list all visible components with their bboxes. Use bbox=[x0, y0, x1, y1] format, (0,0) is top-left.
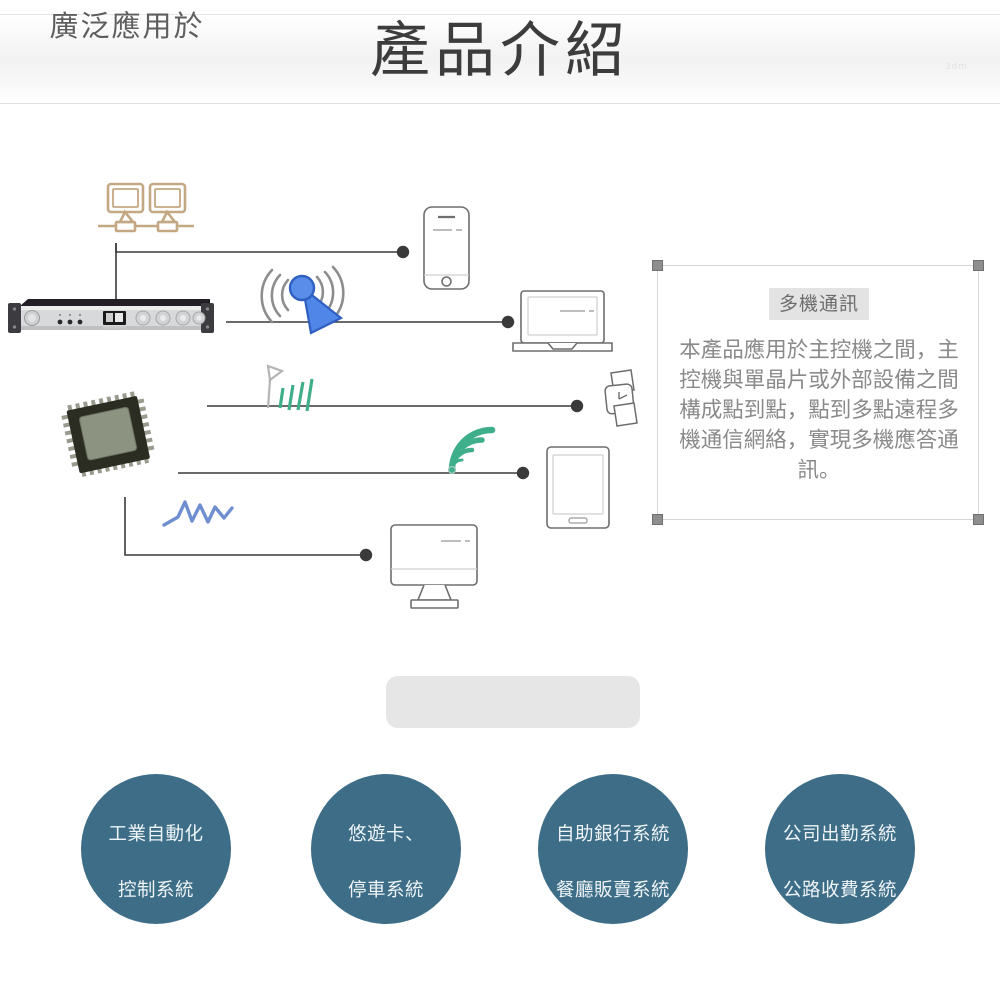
title-banner bbox=[0, 14, 1000, 104]
tower-node bbox=[288, 274, 316, 302]
application-circle-4-line1: 公司出勤系統 bbox=[782, 824, 897, 845]
broadcast-tower-icon bbox=[260, 265, 345, 335]
resize-handle-bottom-right[interactable] bbox=[973, 514, 984, 525]
info-panel-heading: 多機通訊 bbox=[658, 288, 980, 320]
application-circle-2-line2: 停車系統 bbox=[347, 880, 424, 901]
application-circle-2-label: 悠遊卡、 停車系統 bbox=[344, 793, 428, 905]
info-panel-body: 本產品應用於主控機之間，主控機與單晶片或外部設備之間構成點到點，點到多點遠程多機… bbox=[679, 338, 959, 483]
info-panel: 多機通訊 本產品應用於主控機之間，主控機與單晶片或外部設備之間構成點到點，點到多… bbox=[652, 260, 984, 525]
resize-handle-top-right[interactable] bbox=[973, 260, 984, 271]
connector-computers-to-phone bbox=[115, 243, 403, 253]
connector-chip-to-monitor bbox=[124, 497, 366, 556]
wifi-origin-dot bbox=[447, 465, 457, 475]
application-circle-3-line2: 餐廳販賣系統 bbox=[555, 880, 670, 901]
section-label-pill bbox=[386, 676, 640, 728]
waveform-icon bbox=[162, 500, 234, 527]
section-label-text: 廣泛應用於 bbox=[49, 9, 205, 43]
application-circle-3-line1: 自助銀行系統 bbox=[555, 824, 670, 845]
endpoint-dot-laptop bbox=[501, 315, 515, 329]
networked-computers-icon bbox=[98, 182, 194, 233]
antenna-signal-bars bbox=[278, 378, 314, 412]
microcontroller-chip bbox=[52, 383, 170, 483]
antenna-mast bbox=[266, 364, 285, 409]
connector-endpoints bbox=[359, 245, 584, 562]
connector-lines bbox=[115, 243, 577, 556]
application-circle-3[interactable]: 自助銀行系統 餐廳販賣系統 bbox=[538, 774, 688, 924]
page-title: 產品介紹 bbox=[370, 16, 630, 86]
smartphone-icon bbox=[423, 206, 470, 290]
tablet-icon bbox=[546, 446, 610, 529]
application-circle-1-label: 工業自動化 控制系統 bbox=[104, 793, 207, 905]
application-circle-4-label: 公司出勤系統 公路收費系統 bbox=[779, 793, 901, 905]
info-panel-heading-text: 多機通訊 bbox=[768, 288, 869, 320]
application-circle-1-line1: 工業自動化 bbox=[108, 824, 204, 845]
application-circle-2-line1: 悠遊卡、 bbox=[347, 824, 424, 845]
rack-mount-device bbox=[2, 297, 220, 341]
application-circle-4-line2: 公路收費系統 bbox=[782, 880, 897, 901]
application-circle-4[interactable]: 公司出勤系統 公路收費系統 bbox=[765, 774, 915, 924]
smartwatch-icon bbox=[604, 369, 638, 427]
endpoint-dot-monitor bbox=[359, 548, 373, 562]
tower-waves-right bbox=[315, 265, 345, 321]
endpoint-dot-watch bbox=[570, 399, 584, 413]
laptop-icon bbox=[512, 290, 613, 352]
antenna-bars-icon bbox=[266, 364, 314, 412]
tower-beam bbox=[301, 285, 344, 335]
desktop-monitor-icon bbox=[390, 524, 478, 609]
application-circle-2[interactable]: 悠遊卡、 停車系統 bbox=[311, 774, 461, 924]
resize-handle-bottom-left[interactable] bbox=[652, 514, 663, 525]
resize-handle-top-left[interactable] bbox=[652, 260, 663, 271]
endpoint-dot-phone bbox=[396, 245, 410, 259]
endpoint-dot-tablet bbox=[516, 466, 530, 480]
application-circle-1-line2: 控制系統 bbox=[117, 880, 194, 901]
application-circle-1[interactable]: 工業自動化 控制系統 bbox=[81, 774, 231, 924]
watermark-text: 3dm bbox=[944, 62, 968, 72]
tower-waves-left bbox=[260, 268, 290, 324]
application-circle-3-label: 自助銀行系統 餐廳販賣系統 bbox=[552, 793, 674, 905]
wifi-arc-icon bbox=[447, 426, 496, 475]
